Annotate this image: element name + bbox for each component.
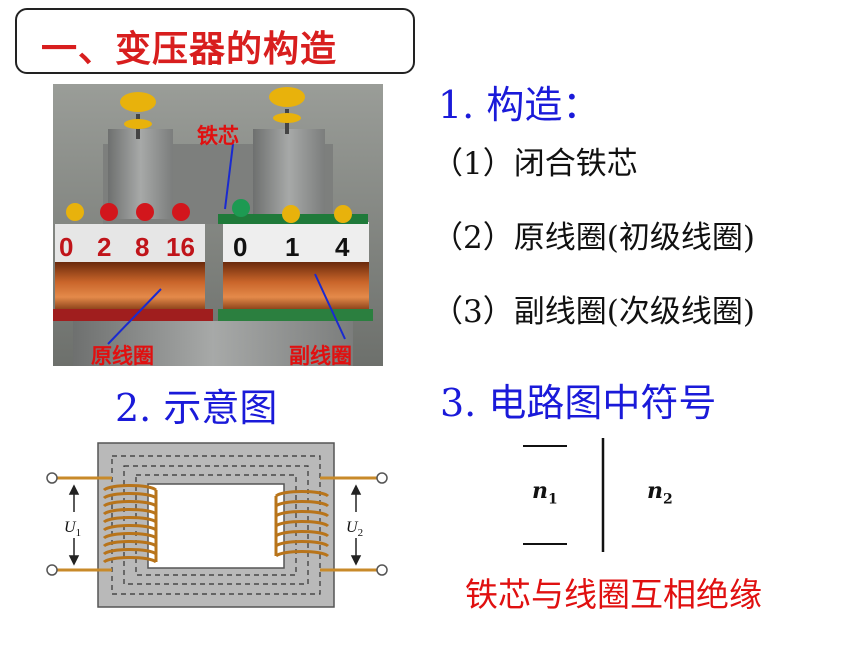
transformer-photo: 0 2 8 16 0 1 4 铁芯 原线圈 副线圈 [53, 84, 383, 368]
structure-heading: 1. 构造： [438, 83, 601, 127]
structure-item: （3）副线圈(次级线圈) [432, 294, 755, 330]
u1-label: U [64, 519, 77, 536]
secondary-coil [223, 262, 369, 312]
svg-text:U2: U2 [346, 519, 363, 539]
circuit-symbol-heading: 3. 电路图中符号 [440, 381, 717, 425]
primary-terminal-label: 2 [97, 232, 111, 262]
knob-right [269, 87, 305, 134]
iron-core-label: 铁芯 [197, 124, 239, 148]
primary-terminal-label: 0 [59, 232, 73, 262]
n1-label: n1 [532, 478, 558, 508]
structure-item: （2）原线圈(初级线圈) [432, 220, 755, 256]
primary-coil-label: 原线圈 [91, 344, 154, 368]
u2-label: U [346, 519, 359, 536]
structure-item: （1）闭合铁芯 [432, 146, 638, 182]
secondary-terminal-label: 4 [335, 232, 350, 262]
u2-subscript: 2 [358, 527, 364, 539]
primary-terminal-label: 8 [135, 232, 149, 262]
secondary-coil-label: 副线圈 [289, 344, 352, 368]
n2-label: n2 [647, 478, 673, 508]
primary-terminal-label: 16 [166, 232, 195, 262]
primary-coil [55, 262, 205, 312]
svg-text:U1: U1 [64, 519, 81, 539]
secondary-terminal-label: 0 [233, 232, 247, 262]
schematic-heading: 2. 示意图 [115, 386, 278, 430]
u1-subscript: 1 [76, 527, 82, 539]
insulation-note: 铁芯与线圈互相绝缘 [465, 575, 762, 614]
transformer-photo-illustration: 0 2 8 16 0 1 4 [53, 84, 383, 366]
knob-left [120, 92, 156, 139]
transformer-schematic: U1 U2 [40, 440, 400, 614]
slide-title: 一、变压器的构造 [41, 29, 338, 70]
transformer-circuit-symbol: n1 n2 [505, 430, 685, 560]
secondary-terminal-label: 1 [285, 232, 299, 262]
title-box: 一、变压器的构造 [15, 8, 415, 74]
